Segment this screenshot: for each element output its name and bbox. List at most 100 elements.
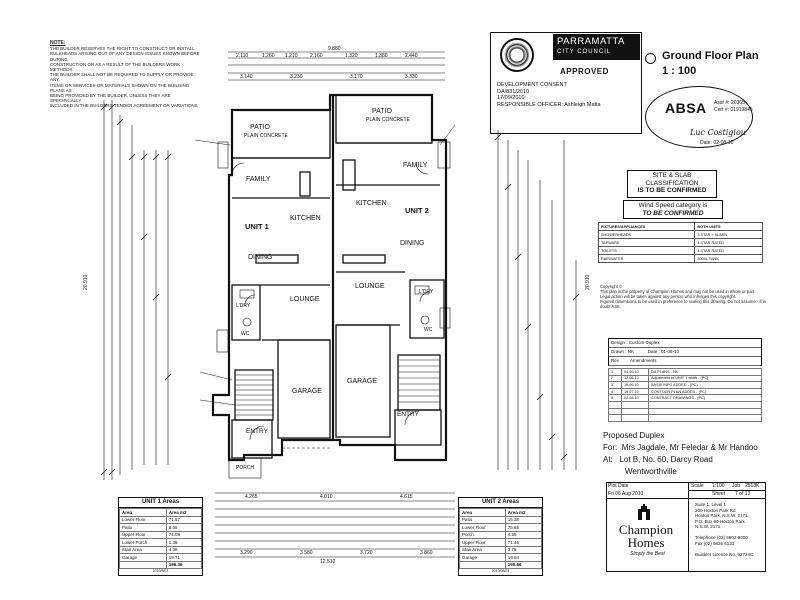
design-row: Rev Amendments (609, 357, 761, 366)
cls-line: CLASSIFICATION (645, 179, 699, 187)
stamp-line: RESPONSIBLE OFFICER: Ashleigh Matta (497, 101, 601, 108)
unit1-areas-footer: 2010/8/03 (152, 569, 169, 573)
notes-line: CONSTRUCTION OR AS A RESULT OF THE BUILD… (50, 61, 181, 73)
dim-bottom: 3.860 (420, 550, 433, 556)
project-title: Proposed Duplex (603, 431, 665, 440)
notes-line: BEING PROVIDED BY THE BUILDER, UNLESS TH… (50, 93, 171, 104)
fax: Fax (02) 9826 6133 (695, 540, 735, 546)
addr: N.S.W. 2171 (695, 524, 721, 529)
dim-top: 3.330 (405, 74, 418, 80)
room-label-ldry-1: L'DRY (236, 303, 251, 309)
wind-speed-box (623, 200, 723, 219)
room-label-dining-1: DINING (248, 254, 273, 261)
copyright-line: Legal action will be taken against any p… (600, 294, 737, 299)
wind-line: Wind Speed category is (638, 202, 708, 209)
dim-top: 3.170 (350, 74, 363, 80)
builder-notes: NOTE: THE BUILDER RESERVES THE RIGHT TO … (50, 40, 200, 109)
scale-label: Scale (691, 483, 704, 489)
project-info: Proposed Duplex For: Mrs Jagdale, Mr Fel… (603, 430, 758, 478)
dim-top: 2.110 (236, 53, 249, 59)
dim-top: 1.260 (262, 53, 275, 59)
room-label-garage-2: GARAGE (347, 378, 377, 385)
notes-line: BULKHEADS ARISING OUT OF ANY DESIGN ISSU… (50, 51, 200, 62)
amend-head: Amendments (630, 358, 657, 363)
dim-bottom: 4.010 (320, 494, 333, 500)
design-row: Design : Custom Duplex (609, 339, 761, 348)
unit2-areas-title: UNIT 2 Areas (459, 498, 542, 508)
dim-bottom: 3.720 (360, 550, 373, 556)
room-label-entry-1: ENTRY (246, 428, 268, 435)
title-block-header (606, 482, 766, 499)
dim-top: 1.380 (375, 53, 388, 59)
council-name: PARRAMATTA (557, 36, 625, 47)
at-value-2: Wentworthville (625, 467, 677, 476)
site-classification-box (627, 170, 717, 198)
area-total: 186.36 (165, 560, 203, 569)
absa-stamp (645, 86, 753, 148)
copyright-line: Copyright © (600, 284, 623, 289)
dim-top: 1.210 (285, 53, 298, 59)
room-label-dining-2: DINING (400, 240, 425, 247)
unit2-areas-footer: 2010/08/03 (491, 569, 510, 573)
revision-row (608, 414, 762, 422)
job-value: 2518K (745, 483, 760, 489)
room-label-family-2: FAMILY (403, 162, 428, 169)
absa-signature: Luc Costigiou (690, 128, 746, 137)
absa-date: Date: 02-08-10 (700, 140, 734, 146)
at-value: Lot B, No. 60, Darcy Road (619, 455, 713, 464)
scale-value: 1:100 (712, 483, 725, 489)
champion-logo-icon (637, 503, 651, 521)
plan-title: Ground Floor Plan (662, 50, 759, 62)
design-row: Drawn : NK Date : 01-08-10 (609, 348, 761, 357)
room-label-patio-1: PATIO (250, 124, 270, 131)
dim-top: 3.140 (240, 74, 253, 80)
title-block (606, 482, 766, 572)
addr: Hoxton Park, N.S.W. 2171 (695, 513, 748, 518)
room-label-kitchen-2: KITCHEN (356, 200, 387, 207)
dim-right-total: 20.910 (585, 274, 591, 290)
plot-date-label: Plot Date (608, 483, 629, 489)
copyright-line: This plan is the property of Champion Ho… (600, 289, 756, 294)
council-banner: PARRAMATTA CITY COUNCIL (553, 34, 640, 60)
design-value: Custom Duplex (628, 340, 660, 345)
room-label-kitchen-1: KITCHEN (290, 215, 321, 222)
design-box: Design : Custom Duplex Drawn : NK Date :… (608, 338, 762, 366)
plot-date: Fri 06 Aug 2010 (608, 491, 644, 497)
company-tagline: Simply the Best (630, 551, 665, 557)
patio-finish-2: PLAIN CONCRETE (366, 117, 410, 123)
unit-1-label: UNIT 1 (245, 222, 269, 231)
stamp-details: DEVELOPMENT CONSENT DA/831/2010 17/09/20… (497, 82, 601, 108)
wind-speed: Wind Speed category is TO BE CONFIRMED (623, 202, 723, 217)
divider (688, 490, 766, 491)
at-label: At: (603, 455, 613, 464)
notes-line: ITEMS OR SERVICES OR MATERIALS SHOWN ON … (50, 82, 190, 93)
council-seal-icon (500, 38, 534, 72)
notes-line: INCLUDED IN THE BUILDERS TENDER AGREEMEN… (50, 103, 198, 109)
absa-assr: Assr #: 20365 (714, 100, 745, 106)
phone: Telephone (02) 9602-9000 (695, 535, 748, 540)
absa-logo: ABSA (665, 100, 707, 116)
wind-line: TO BE CONFIRMED (642, 209, 704, 217)
room-label-wc-1: WC (241, 331, 250, 337)
cls-line: SITE & SLAB (652, 172, 692, 179)
dim-bottom: 3.290 (240, 550, 253, 556)
area-total: 190.66 (504, 560, 543, 569)
drawn-label: Drawn : NK (611, 349, 635, 354)
addr: 200 Hoxton Park Rd (695, 507, 736, 513)
stamp-line: DA/831/2010 (497, 88, 530, 95)
room-label-lounge-2: LOUNGE (355, 283, 385, 290)
notes-title: NOTE: (50, 40, 66, 46)
for-value: Mrs Jagdale, Mr Feledar & Mr Handoo (621, 443, 758, 452)
dim-top: 2.160 (310, 53, 323, 59)
plan-scale: 1 : 100 (662, 65, 697, 77)
unit-2-label: UNIT 2 (405, 206, 429, 215)
dim-top-total: 9.880 (328, 46, 341, 52)
company-name: Champion Homes (616, 523, 676, 549)
addr: P.O. Box 60 Hoxton Park (695, 518, 745, 524)
stamp-line: 17/09/2010 (497, 95, 525, 101)
fixtures-table: FIXTURES/APPLIANCES BOTH UNITS SHOWERHEA… (597, 222, 763, 263)
dim-top: 3.230 (290, 74, 303, 80)
